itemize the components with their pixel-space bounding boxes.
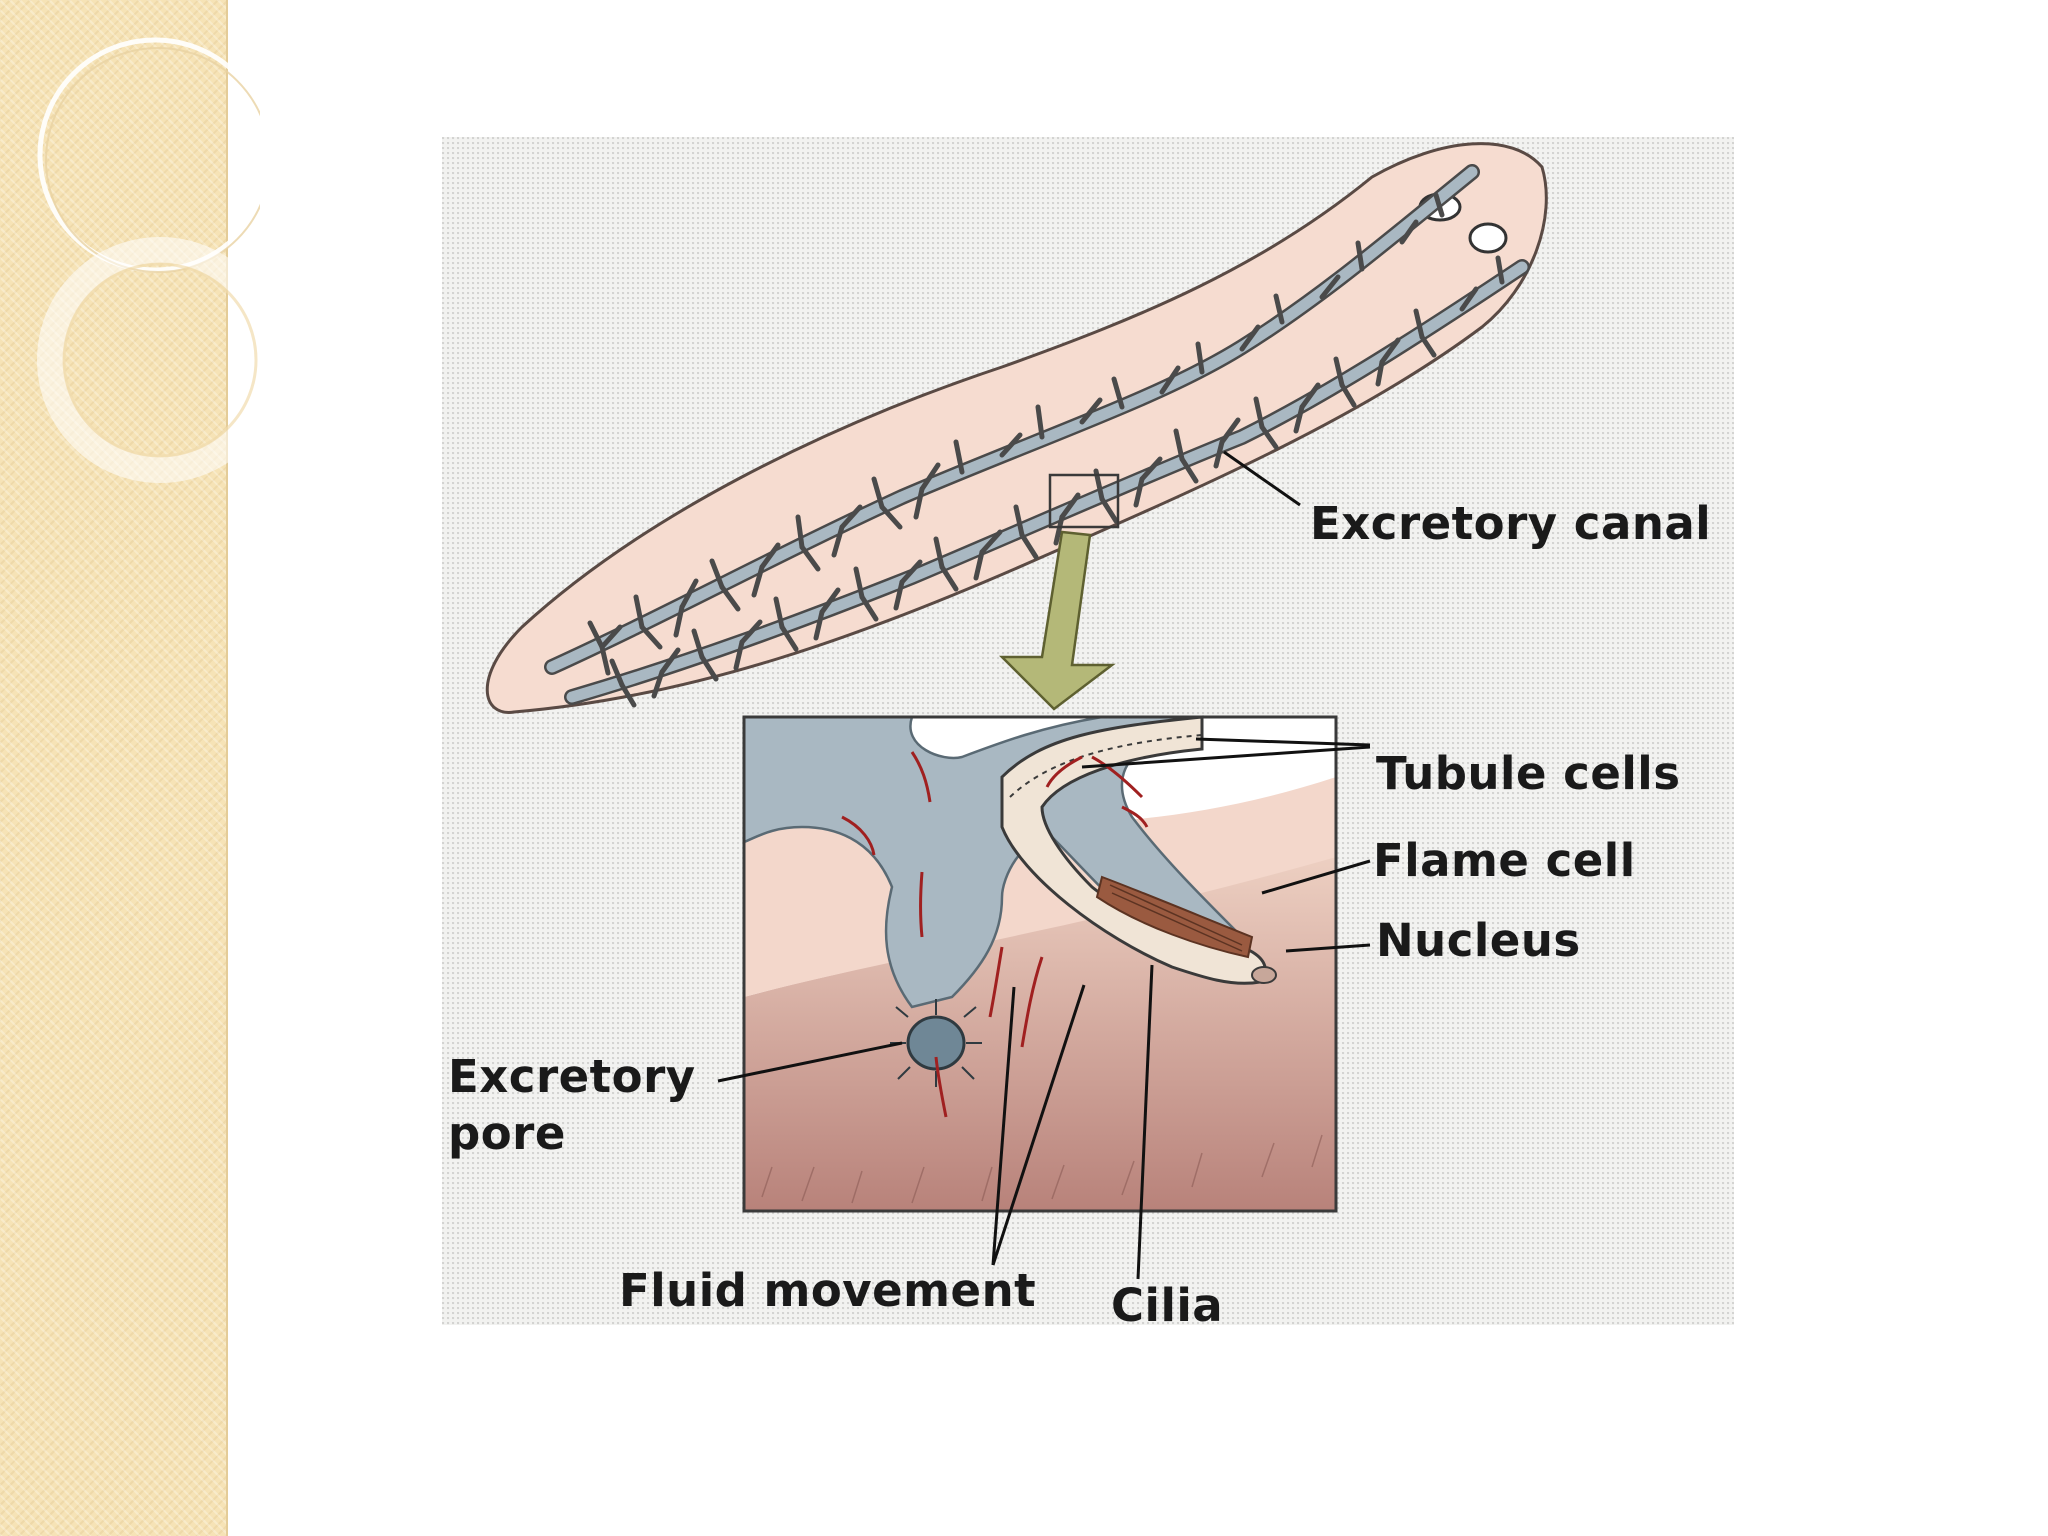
label-fluid-movement: Fluid movement [619,1264,1036,1318]
label-excretory-pore-line2: pore [448,1107,566,1161]
label-cilia: Cilia [1111,1279,1223,1333]
decorative-rings [0,0,260,520]
diagram-illustration [442,137,1734,1325]
inset-enlargement [744,717,1336,1211]
leader-line [1224,452,1300,505]
planarian-excretory-diagram: Excretory canal Tubule cells Flame cell … [442,137,1734,1325]
nucleus-shape [1252,967,1276,983]
label-flame-cell: Flame cell [1373,834,1636,888]
eyespot-icon [1470,224,1506,252]
label-excretory-canal: Excretory canal [1310,497,1711,551]
label-tubule-cells: Tubule cells [1376,747,1680,801]
label-nucleus: Nucleus [1376,914,1581,968]
label-excretory-pore-line1: Excretory [448,1050,696,1104]
